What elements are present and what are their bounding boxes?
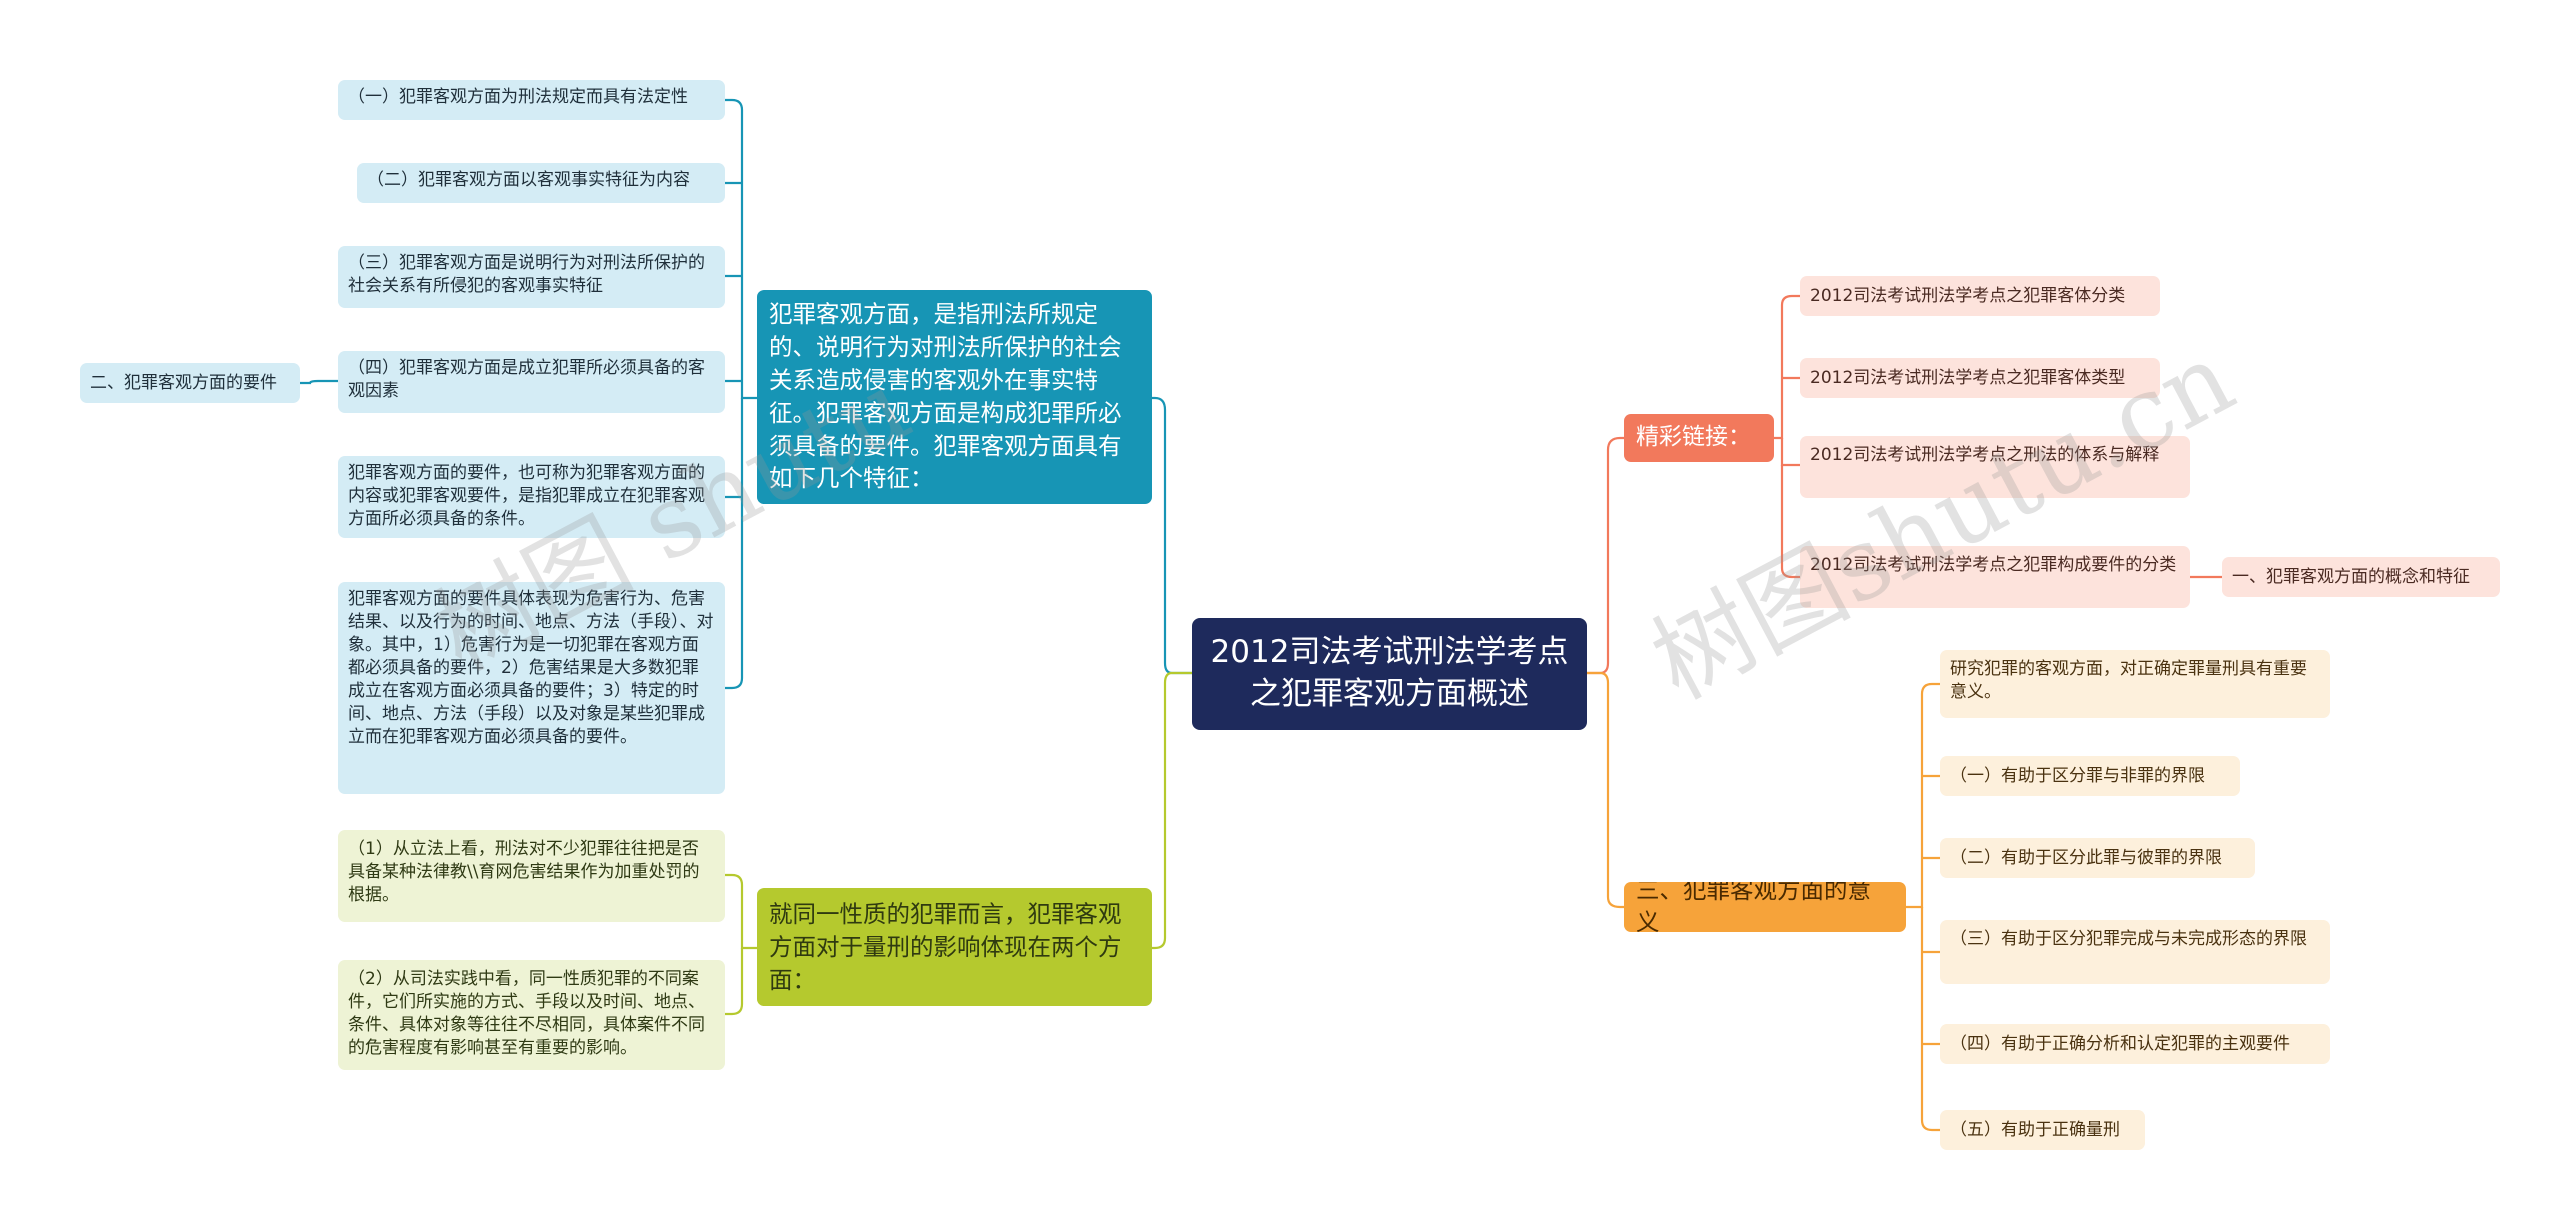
leaf-significance-5[interactable]: （五）有助于正确量刑 <box>1940 1110 2145 1150</box>
leaf-significance-1[interactable]: （一）有助于区分罪与非罪的界限 <box>1940 756 2240 796</box>
branch-text: 犯罪客观方面，是指刑法所规定的、说明行为对刑法所保护的社会关系造成侵害的客观外在… <box>769 300 1122 493</box>
leaf-text: 犯罪客观方面的要件具体表现为危害行为、危害结果、以及行为的时间、地点、方法（手段… <box>348 589 714 747</box>
sub-topic-text: 一、犯罪客观方面的概念和特征 <box>2232 566 2470 587</box>
sub-topic-text: 二、犯罪客观方面的要件 <box>90 372 277 393</box>
branch-links[interactable]: 精彩链接： <box>1624 414 1774 462</box>
leaf-element-details[interactable]: 犯罪客观方面的要件具体表现为危害行为、危害结果、以及行为的时间、地点、方法（手段… <box>338 582 725 794</box>
root-title: 2012司法考试刑法学考点之犯罪客观方面概述 <box>1210 634 1569 712</box>
leaf-text: （一）有助于区分罪与非罪的界限 <box>1950 765 2205 786</box>
leaf-text: （四）犯罪客观方面是成立犯罪所必须具备的客观因素 <box>348 358 705 401</box>
link-text: 2012司法考试刑法学考点之犯罪客体分类 <box>1810 285 2126 306</box>
leaf-legislation[interactable]: （1）从立法上看，刑法对不少犯罪往往把是否具备某种法律教\\育网危害结果作为加重… <box>338 830 725 922</box>
link-criminal-law-system[interactable]: 2012司法考试刑法学考点之刑法的体系与解释 <box>1800 436 2190 498</box>
leaf-text: （一）犯罪客观方面为刑法规定而具有法定性 <box>348 87 688 107</box>
branch-sentencing-impact[interactable]: 就同一性质的犯罪而言，犯罪客观方面对于量刑的影响体现在两个方面： <box>757 888 1152 1006</box>
link-text: 2012司法考试刑法学考点之犯罪客体类型 <box>1810 367 2126 388</box>
leaf-text: （1）从立法上看，刑法对不少犯罪往往把是否具备某种法律教\\育网危害结果作为加重… <box>348 839 700 905</box>
sub-topic-elements[interactable]: 二、犯罪客观方面的要件 <box>80 363 300 403</box>
leaf-text: 犯罪客观方面的要件，也可称为犯罪客观方面的内容或犯罪客观要件，是指犯罪成立在犯罪… <box>348 463 705 529</box>
leaf-significance-4[interactable]: （四）有助于正确分析和认定犯罪的主观要件 <box>1940 1024 2330 1064</box>
leaf-text: （二）犯罪客观方面以客观事实特征为内容 <box>367 170 690 190</box>
sub-topic-concept-features[interactable]: 一、犯罪客观方面的概念和特征 <box>2222 557 2500 597</box>
leaf-feature-3[interactable]: （三）犯罪客观方面是说明行为对刑法所保护的社会关系有所侵犯的客观事实特征 <box>338 246 725 308</box>
link-constitutive-elements[interactable]: 2012司法考试刑法学考点之犯罪构成要件的分类 <box>1800 546 2190 608</box>
leaf-feature-1[interactable]: （一）犯罪客观方面为刑法规定而具有法定性 <box>338 80 725 120</box>
leaf-text: （四）有助于正确分析和认定犯罪的主观要件 <box>1950 1033 2290 1054</box>
leaf-text: （三）有助于区分犯罪完成与未完成形态的界限 <box>1950 929 2307 949</box>
leaf-significance-intro[interactable]: 研究犯罪的客观方面，对正确定罪量刑具有重要意义。 <box>1940 650 2330 718</box>
leaf-element-definition[interactable]: 犯罪客观方面的要件，也可称为犯罪客观方面的内容或犯罪客观要件，是指犯罪成立在犯罪… <box>338 456 725 538</box>
leaf-text: （2）从司法实践中看，同一性质犯罪的不同案件，它们所实施的方式、手段以及时间、地… <box>348 969 705 1058</box>
branch-significance[interactable]: 三、犯罪客观方面的意义 <box>1624 882 1906 932</box>
link-object-types[interactable]: 2012司法考试刑法学考点之犯罪客体类型 <box>1800 358 2160 398</box>
link-object-classification[interactable]: 2012司法考试刑法学考点之犯罪客体分类 <box>1800 276 2160 316</box>
root-topic[interactable]: 2012司法考试刑法学考点之犯罪客观方面概述 <box>1192 618 1587 730</box>
branch-text: 就同一性质的犯罪而言，犯罪客观方面对于量刑的影响体现在两个方面： <box>769 900 1122 994</box>
branch-objective-aspect-definition[interactable]: 犯罪客观方面，是指刑法所规定的、说明行为对刑法所保护的社会关系造成侵害的客观外在… <box>757 290 1152 504</box>
leaf-text: （五）有助于正确量刑 <box>1950 1119 2120 1140</box>
leaf-significance-2[interactable]: （二）有助于区分此罪与彼罪的界限 <box>1940 838 2255 878</box>
link-text: 2012司法考试刑法学考点之犯罪构成要件的分类 <box>1810 555 2177 575</box>
branch-text: 三、犯罪客观方面的意义 <box>1636 882 1871 932</box>
branch-text: 精彩链接： <box>1636 424 1751 451</box>
leaf-feature-4[interactable]: （四）犯罪客观方面是成立犯罪所必须具备的客观因素 <box>338 351 725 413</box>
leaf-significance-3[interactable]: （三）有助于区分犯罪完成与未完成形态的界限 <box>1940 920 2330 984</box>
leaf-feature-2[interactable]: （二）犯罪客观方面以客观事实特征为内容 <box>357 163 725 203</box>
leaf-text: （二）有助于区分此罪与彼罪的界限 <box>1950 847 2222 868</box>
leaf-text: （三）犯罪客观方面是说明行为对刑法所保护的社会关系有所侵犯的客观事实特征 <box>348 253 705 296</box>
link-text: 2012司法考试刑法学考点之刑法的体系与解释 <box>1810 445 2160 465</box>
leaf-text: 研究犯罪的客观方面，对正确定罪量刑具有重要意义。 <box>1950 659 2307 702</box>
leaf-judicial-practice[interactable]: （2）从司法实践中看，同一性质犯罪的不同案件，它们所实施的方式、手段以及时间、地… <box>338 960 725 1070</box>
